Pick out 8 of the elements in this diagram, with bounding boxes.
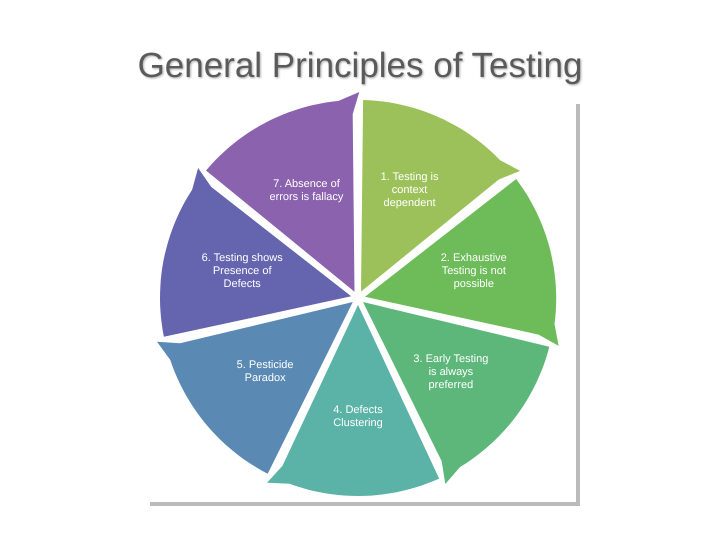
title: General Principles of Testing (136, 46, 584, 86)
segment-label: 3. Early Testing is always preferred (412, 352, 490, 392)
segment-label: 4. Defects Clustering (332, 404, 384, 430)
segment-label: 7. Absence of errors is fallacy (268, 178, 344, 204)
segment-label: 1. Testing is context dependent (380, 171, 440, 210)
segment-label: 6. Testing shows Presence of Defects (201, 252, 284, 292)
segment-label: 2. Exhaustive Testing is not possible (440, 252, 508, 292)
segment-label: 5. Pesticide Paradox (236, 359, 295, 386)
